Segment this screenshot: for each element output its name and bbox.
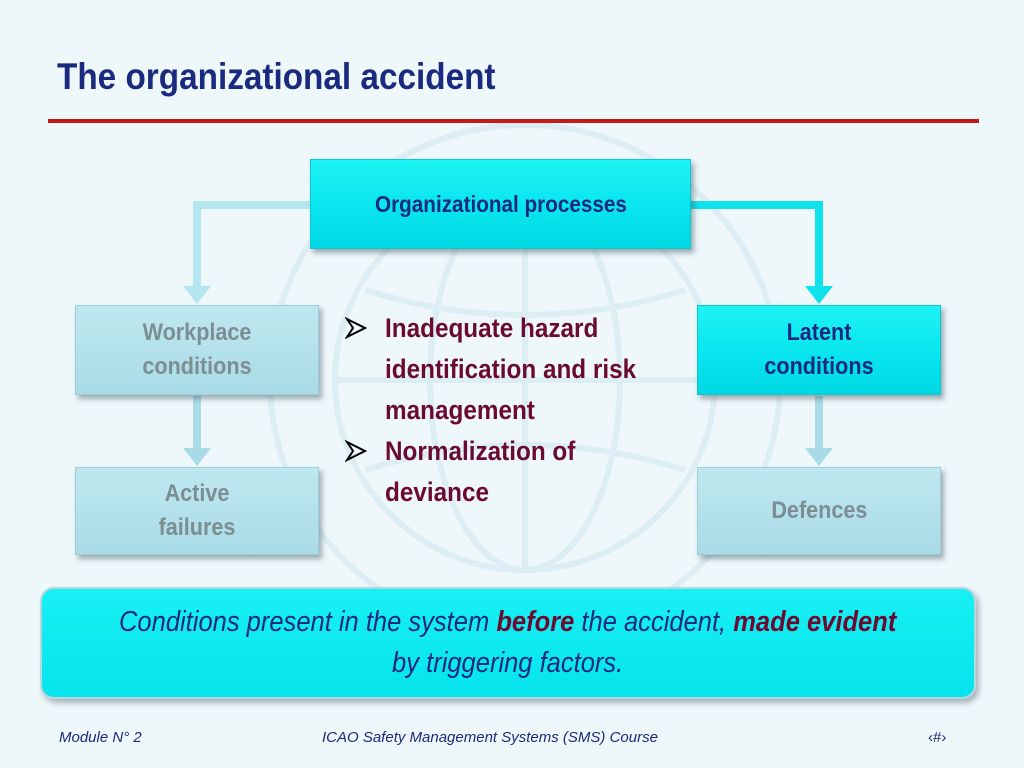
callout-box: Conditions present in the system before … bbox=[40, 587, 976, 699]
connector-workplace-to-active bbox=[183, 396, 211, 466]
callout-emphasis: made evident bbox=[733, 606, 897, 638]
footer-course: ICAO Safety Management Systems (SMS) Cou… bbox=[322, 729, 658, 746]
organizational-processes-box: Organizational processes bbox=[310, 159, 691, 249]
slide-title: The organizational accident bbox=[57, 56, 496, 97]
callout-emphasis: before bbox=[496, 606, 575, 638]
workplace-conditions-box: Workplace conditions bbox=[75, 305, 319, 395]
organizational-processes-label: Organizational processes bbox=[374, 191, 627, 217]
bullet-text: Inadequate hazard identification and ris… bbox=[385, 313, 637, 425]
bullet-text: Normalization of deviance bbox=[385, 436, 576, 507]
callout-part: Conditions present in the system bbox=[119, 606, 497, 638]
arrow-bullet-icon bbox=[345, 317, 367, 339]
callout-part: by triggering factors. bbox=[392, 647, 624, 679]
active-failures-box: Active failures bbox=[75, 467, 319, 555]
bullet-item: Normalization of deviance bbox=[345, 431, 675, 513]
defences-label: Defences bbox=[770, 497, 868, 524]
bullet-item: Inadequate hazard identification and ris… bbox=[345, 308, 675, 431]
defences-box: Defences bbox=[697, 467, 941, 555]
latent-conditions-box: Latent conditions bbox=[697, 305, 941, 395]
connector-to-workplace bbox=[183, 201, 312, 304]
connector-latent-to-defences bbox=[805, 396, 833, 466]
connector-to-latent bbox=[690, 201, 833, 304]
latent-conditions-label: Latent conditions bbox=[764, 319, 874, 380]
callout-text: Conditions present in the system before … bbox=[119, 602, 896, 684]
workplace-conditions-label: Workplace conditions bbox=[142, 319, 252, 380]
footer-module: Module N° 2 bbox=[59, 729, 142, 746]
bullet-list: Inadequate hazard identification and ris… bbox=[345, 308, 675, 513]
callout-part: the accident, bbox=[574, 606, 734, 638]
arrow-bullet-icon bbox=[345, 440, 367, 462]
active-failures-label: Active failures bbox=[158, 480, 236, 541]
title-divider bbox=[48, 119, 979, 123]
footer-slide-number: ‹#› bbox=[928, 729, 947, 746]
